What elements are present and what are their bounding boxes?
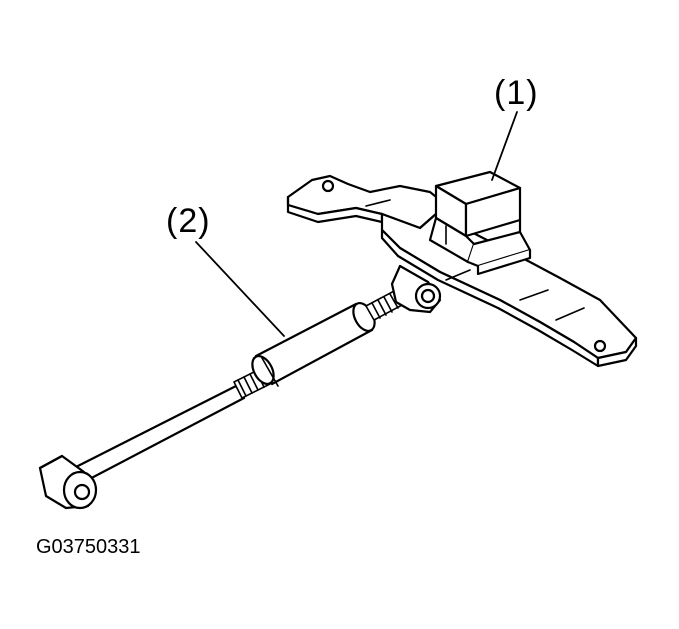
- rod-shaft: [68, 384, 246, 486]
- bracket-part: [286, 170, 638, 368]
- rod-lower-eye-hole: [73, 483, 91, 501]
- bracket-right-edge: [596, 336, 638, 368]
- bracket-left-hole: [321, 179, 335, 193]
- rod-upper-eye-hole: [420, 288, 436, 304]
- callout-2-leader: [195, 241, 285, 337]
- callout-1-leader: [491, 111, 518, 181]
- rod-sleeve-end: [251, 354, 275, 386]
- callout-part-2: (2): [166, 202, 211, 240]
- callout-part-1: (1): [494, 74, 539, 112]
- rod-part: [38, 264, 442, 510]
- bracket-right-hole: [593, 339, 607, 353]
- figure-code-label: G03750331: [36, 536, 141, 558]
